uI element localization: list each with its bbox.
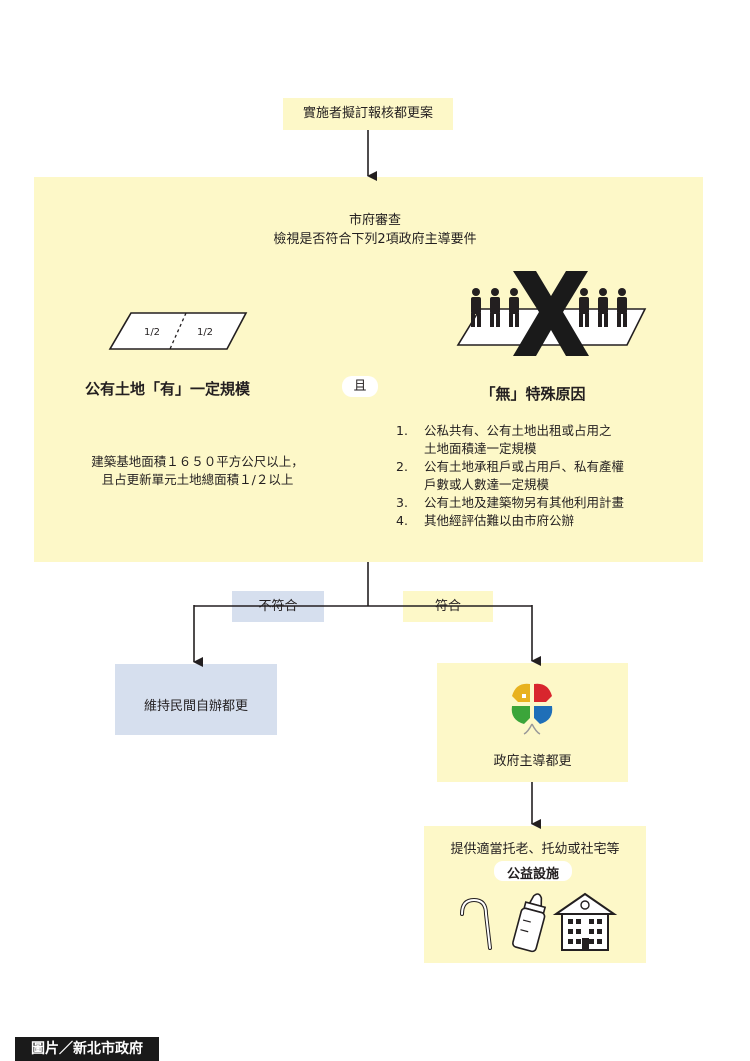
list-item: 4. 其他經評估難以由市府公辦 xyxy=(396,512,696,530)
list-item-text: 戶數或人數達一定規模 xyxy=(424,477,550,492)
start-box: 實施者擬訂報核都更案 xyxy=(283,98,453,130)
start-label: 實施者擬訂報核都更案 xyxy=(302,106,433,121)
list-item: 3. 公有土地及建築物另有其他利用計畫 xyxy=(396,494,696,512)
baby-bottle-icon xyxy=(512,893,547,953)
public-land-desc-line1: 建築基地面積１６５０平方公尺以上， xyxy=(91,454,304,469)
half-label-b: 1/2 xyxy=(197,327,213,338)
gov-renewal-box xyxy=(437,663,628,782)
cane-icon xyxy=(460,897,492,950)
list-item-text: 公有土地及建築物另有其他利用計畫 xyxy=(424,495,625,510)
review-box xyxy=(34,177,703,562)
review-subtitle: 檢視是否符合下列2項政府主導要件 xyxy=(273,232,477,247)
gov-renewal-label: 政府主導都更 xyxy=(493,754,572,769)
facilities-pill xyxy=(494,861,572,881)
and-connector: 且 xyxy=(342,376,378,397)
no-special-reason-heading: 「無」特殊原因 xyxy=(480,385,586,403)
image-credit: 圖片／新北市政府 xyxy=(15,1037,159,1061)
city-logo-icon xyxy=(511,683,553,735)
list-item-text: 公私共有、公有土地出租或占用之 xyxy=(424,423,612,438)
review-title: 市府審查 xyxy=(348,213,401,228)
list-item-number: 4. xyxy=(396,513,408,528)
building-icon xyxy=(552,892,618,951)
list-item-text: 其他經評估難以由市府公辦 xyxy=(424,513,575,528)
list-item-number: 1. xyxy=(396,423,408,438)
list-item-text: 公有土地承租戶或占用戶、私有產權 xyxy=(424,459,625,474)
list-item-number: 2. xyxy=(396,459,408,474)
private-renewal-label: 維持民間自辦都更 xyxy=(143,699,248,714)
facilities-subtext: 公益設施 xyxy=(506,867,559,882)
facilities-text: 提供適當托老、托幼或社宅等 xyxy=(450,842,620,857)
list-item-number: 3. xyxy=(396,495,408,510)
special-reason-list: 1. 公私共有、公有土地出租或占用之 土地面積達一定規模 2. 公有土地承租戶或… xyxy=(396,422,696,530)
list-item-text: 土地面積達一定規模 xyxy=(424,441,537,456)
half-label-a: 1/2 xyxy=(144,327,160,338)
public-land-description: 建築基地面積１６５０平方公尺以上， 且占更新單元土地總面積１/２以上 xyxy=(55,453,340,489)
public-land-heading: 公有土地「有」一定規模 xyxy=(85,380,251,398)
crowd-crossed-icon xyxy=(456,271,647,356)
half-land-icon xyxy=(108,312,248,350)
list-item: 1. 公私共有、公有土地出租或占用之 土地面積達一定規模 xyxy=(396,422,696,458)
private-renewal-box xyxy=(115,664,277,735)
list-item: 2. 公有土地承租戶或占用戶、私有產權 戶數或人數達一定規模 xyxy=(396,458,696,494)
public-land-desc-line2: 且占更新單元土地總面積１/２以上 xyxy=(101,472,294,487)
